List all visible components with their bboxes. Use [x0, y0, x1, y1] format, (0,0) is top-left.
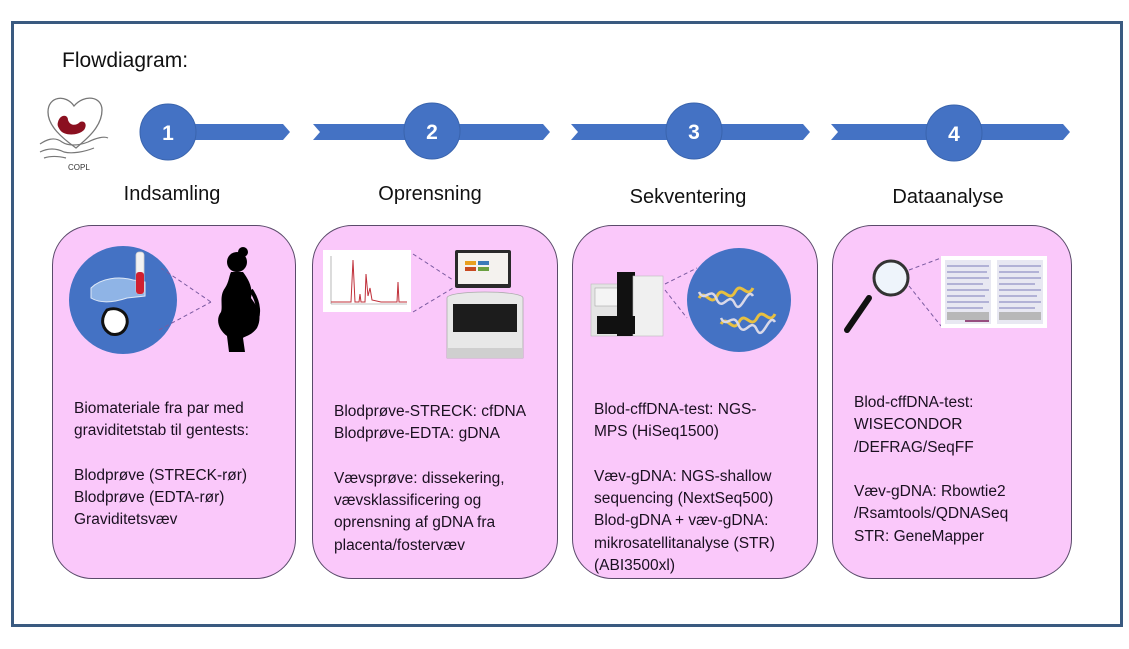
step-title-1: Indsamling	[123, 183, 221, 205]
zoom-circle	[687, 248, 791, 352]
dashed-connector	[412, 253, 454, 281]
zoom-circle	[69, 246, 177, 354]
step-description-2: Blodprøve-STRECK: cfDNA Blodprøve-EDTA: …	[334, 403, 527, 554]
step-title-4: Dataanalyse	[892, 186, 1004, 208]
step-number-1: 1	[162, 122, 174, 145]
step-title-3: Sekventering	[629, 186, 747, 208]
dashed-connector	[908, 285, 942, 327]
step-box-3: Blod-cffDNA-test: NGS- MPS (HiSeq1500) V…	[572, 225, 818, 579]
dashed-connector	[664, 267, 698, 285]
step-number-4: 4	[948, 123, 960, 146]
step-number-2: 2	[426, 121, 438, 144]
step-number-3: 3	[688, 121, 700, 144]
step-description-3: Blod-cffDNA-test: NGS- MPS (HiSeq1500) V…	[594, 401, 775, 575]
diagram-frame	[11, 21, 1123, 627]
pregnant-woman-silhouette	[218, 247, 260, 352]
copl-logo: COPL	[39, 97, 109, 172]
step-description-1: Biomateriale fra par med graviditetstab …	[74, 400, 249, 529]
magnifying-glass-icon	[844, 259, 910, 333]
extraction-instrument-icon	[446, 250, 524, 359]
electropherogram-chart	[323, 250, 411, 312]
sequencing-illustration	[590, 248, 791, 352]
step-box-2: Blodprøve-STRECK: cfDNA Blodprøve-EDTA: …	[312, 225, 558, 579]
step-description-4: Blod-cffDNA-test: WISECONDOR /DEFRAG/Seq…	[854, 394, 1009, 545]
arrow-segment-1	[190, 124, 290, 140]
dashed-connector	[412, 287, 454, 313]
purification-illustration	[323, 250, 524, 359]
blood-sample-illustration	[69, 246, 260, 354]
step-circle-2: 2	[403, 102, 461, 160]
fetus-icon	[101, 307, 129, 336]
data-report-icon	[941, 256, 1047, 328]
gloved-hand-icon	[90, 277, 146, 303]
dashed-connector	[158, 301, 212, 331]
heart-in-hand-icon	[39, 97, 109, 159]
step-circle-3: 3	[665, 102, 723, 160]
data-analysis-illustration	[844, 256, 1047, 333]
dashed-connector	[664, 289, 688, 319]
dna-helix-icon	[697, 286, 777, 334]
blood-tube-icon	[135, 251, 145, 295]
step-box-1: Biomateriale fra par med graviditetstab …	[52, 225, 296, 579]
step-circle-1: 1	[139, 103, 197, 161]
step-circle-4: 4	[925, 104, 983, 162]
diagram-heading: Flowdiagram:	[62, 49, 189, 72]
step-box-4: Blod-cffDNA-test: WISECONDOR /DEFRAG/Seq…	[832, 225, 1072, 579]
sequencer-icon	[590, 272, 664, 337]
dashed-connector	[908, 257, 942, 271]
logo-label: COPL	[68, 163, 90, 172]
dashed-connector	[160, 267, 212, 303]
step-title-2: Oprensning	[378, 183, 482, 205]
